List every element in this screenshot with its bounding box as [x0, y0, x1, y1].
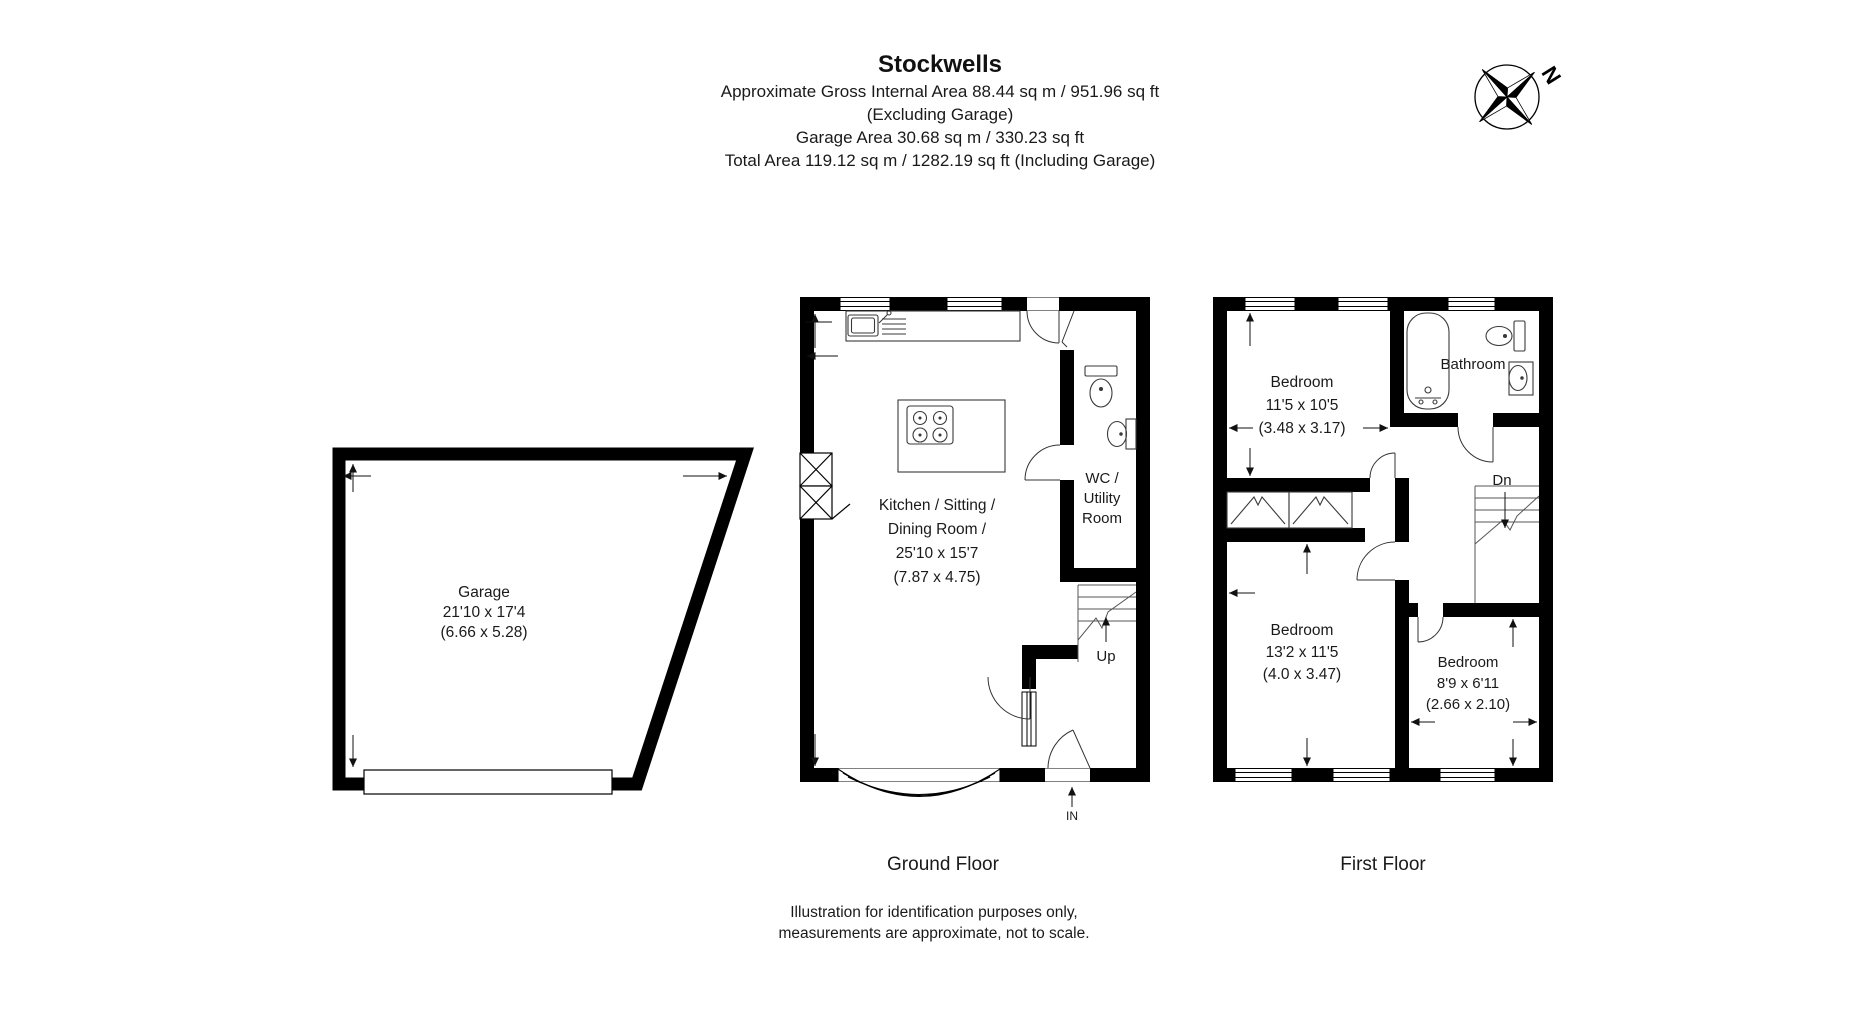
entrance-label: IN — [1066, 809, 1078, 823]
ground-floor-walls — [800, 297, 1150, 782]
ground-floor-dimension-arrows — [805, 314, 1110, 807]
kitchen-label-line: Kitchen / Sitting / — [879, 497, 996, 514]
disclaimer: Illustration for identification purposes… — [534, 903, 1334, 944]
wc-label-line: Utility — [1084, 490, 1121, 507]
kitchen-label-line: Dining Room / — [888, 521, 987, 538]
ground-floor-windows — [839, 297, 1003, 311]
compass-north-label: N — [1536, 62, 1566, 89]
page-title: Stockwells — [877, 51, 1003, 78]
compass-icon: N — [1474, 62, 1566, 130]
garage-door — [363, 769, 613, 795]
toilet-icon — [1084, 365, 1118, 408]
ground-floor-title: Ground Floor — [887, 854, 999, 875]
basin-icon — [1508, 361, 1534, 396]
garage-room-label: Garage 21'10 x 17'4 (6.66 x 5.28) — [440, 584, 527, 641]
toilet-icon — [1485, 320, 1526, 352]
ground-floor-doors — [987, 310, 1091, 769]
basin-icon — [1106, 418, 1137, 450]
disclaimer-line: Illustration for identification purposes… — [790, 904, 1078, 921]
kitchen-dims-metric: (7.87 x 4.75) — [893, 569, 980, 586]
bedroom3-room-label: Bedroom 8'9 x 6'11 (2.66 x 2.10) — [1426, 654, 1510, 713]
bedroom2-name: Bedroom — [1271, 622, 1334, 639]
bedroom2-room-label: Bedroom 13'2 x 11'5 (4.0 x 3.47) — [1263, 622, 1341, 683]
garage-dims-imperial: 21'10 x 17'4 — [443, 604, 526, 621]
garage-name: Garage — [458, 584, 510, 601]
hob-icon — [906, 405, 954, 445]
area-line: (Excluding Garage) — [866, 105, 1014, 124]
garage-walls — [332, 447, 754, 791]
first-floor-doors — [1356, 426, 1494, 643]
bedroom3-dims-metric: (2.66 x 2.10) — [1426, 696, 1510, 713]
area-line: Total Area 119.12 sq m / 1282.19 sq ft (… — [724, 151, 1156, 170]
ground-floor-plan: Kitchen / Sitting / Dining Room / 25'10 … — [799, 297, 1150, 823]
ground-floor-openings — [838, 297, 1090, 782]
first-floor-title: First Floor — [1340, 854, 1426, 875]
kitchen-counter — [845, 310, 1021, 342]
garage-dimension-arrows — [343, 464, 727, 767]
wc-room-label: WC / Utility Room — [1082, 470, 1122, 527]
bedroom1-name: Bedroom — [1271, 374, 1334, 391]
bedroom2-dims-imperial: 13'2 x 11'5 — [1266, 644, 1339, 661]
kitchen-dims-imperial: 25'10 x 15'7 — [896, 545, 979, 562]
bedroom2-dims-metric: (4.0 x 3.47) — [1263, 666, 1341, 683]
stairs-down — [1474, 485, 1540, 603]
garage-dims-metric: (6.66 x 5.28) — [440, 624, 527, 641]
appliance-boxes — [799, 452, 851, 520]
area-line: Approximate Gross Internal Area 88.44 sq… — [720, 82, 1160, 101]
garage-plan: Garage 21'10 x 17'4 (6.66 x 5.28) — [332, 447, 754, 795]
bathroom-label: Bathroom — [1440, 356, 1505, 373]
wc-label-line: Room — [1082, 510, 1122, 527]
kitchen-sink-icon — [847, 310, 906, 337]
disclaimer-line: measurements are approximate, not to sca… — [778, 924, 1090, 942]
first-floor-windows — [1234, 297, 1496, 782]
stairs-down-label: Dn — [1492, 472, 1511, 489]
bay-window — [837, 768, 1001, 798]
header-block: Stockwells Approximate Gross Internal Ar… — [513, 50, 1367, 172]
bedroom3-name: Bedroom — [1438, 654, 1499, 671]
bathtub-icon — [1406, 312, 1450, 410]
bedroom1-dims-imperial: 11'5 x 10'5 — [1266, 397, 1339, 414]
wardrobes — [1226, 491, 1353, 529]
first-floor-plan: Bedroom 11'5 x 10'5 (3.48 x 3.17) Bedroo… — [1213, 297, 1553, 782]
island-counter — [897, 399, 1006, 473]
bedroom1-room-label: Bedroom 11'5 x 10'5 (3.48 x 3.17) — [1258, 374, 1345, 437]
first-floor-dimension-arrows — [1229, 313, 1537, 766]
kitchen-room-label: Kitchen / Sitting / Dining Room / 25'10 … — [879, 497, 996, 586]
wc-label-line: WC / — [1085, 470, 1119, 487]
stairs-up-label: Up — [1096, 648, 1115, 665]
area-line: Garage Area 30.68 sq m / 330.23 sq ft — [795, 128, 1085, 147]
bedroom1-dims-metric: (3.48 x 3.17) — [1258, 420, 1345, 437]
bedroom3-dims-imperial: 8'9 x 6'11 — [1437, 675, 1499, 692]
